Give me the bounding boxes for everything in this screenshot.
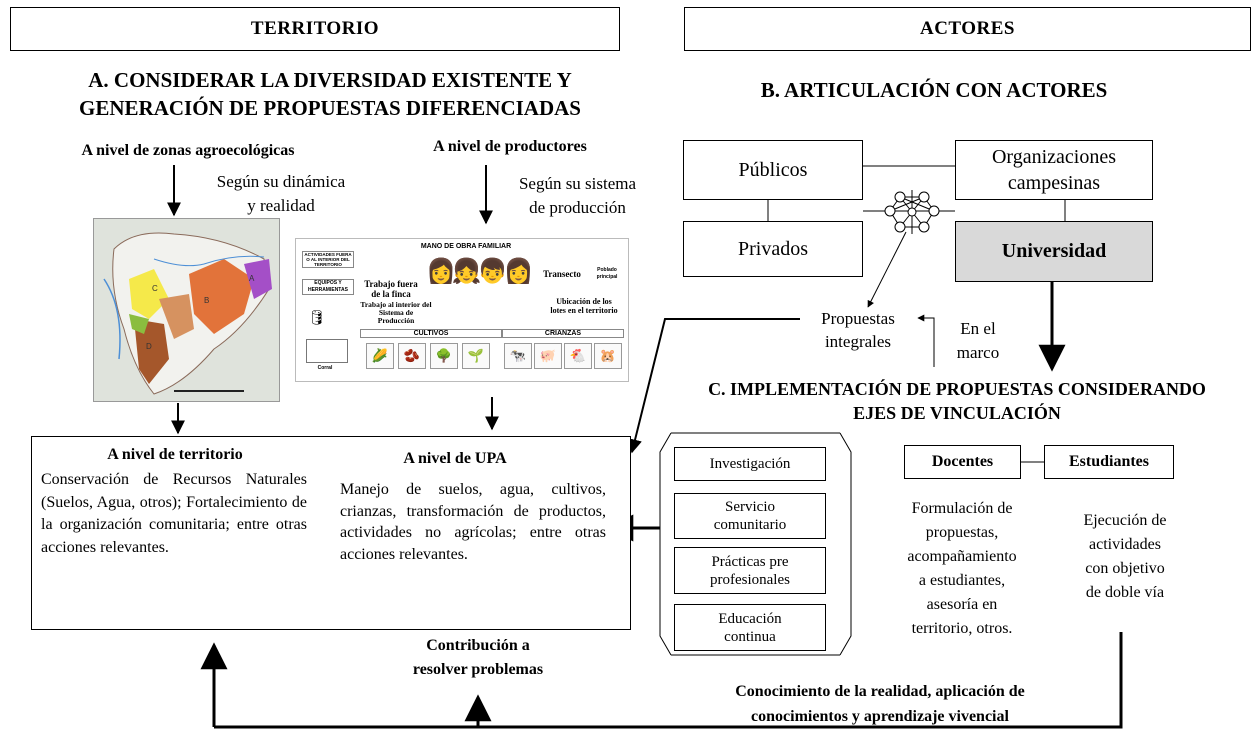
en-el-marco-line2: marco	[956, 343, 1000, 362]
eje-servicio-comunitario: Servicio comunitario	[674, 493, 826, 539]
territorio-box-title: A nivel de territorio	[107, 446, 243, 463]
estudiantes-l3: con objetivo	[1085, 560, 1165, 577]
actor-universidad: Universidad	[955, 221, 1153, 282]
eje-investigacion: Investigación	[674, 447, 826, 481]
eje-educacion-line2: continua	[724, 628, 776, 645]
pig-icon: 🐖	[534, 343, 562, 369]
tree-icon: 🌳	[430, 343, 458, 369]
tools-icon: 🛢	[308, 309, 326, 325]
estudiantes-l1: Ejecución de	[1083, 512, 1167, 529]
zone-c: C	[152, 284, 158, 293]
docentes-l5: asesoría en	[926, 596, 998, 613]
farm-family-labor-illustration: MANO DE OBRA FAMILIAR ACTIVIDADES FUERA …	[295, 238, 629, 382]
zone-a: A	[249, 274, 255, 283]
eje-educacion-continua: Educación continua	[674, 604, 826, 651]
farm-ubicacion: Ubicación de los lotes en el territorio	[550, 297, 618, 315]
farm-equipos: EQUIPOS Y HERRAMIENTAS	[302, 279, 354, 295]
zone-b: B	[204, 296, 209, 305]
eje-servicio-line1: Servicio	[725, 499, 775, 515]
docentes-l2: propuestas,	[925, 524, 999, 541]
feedback-line	[214, 632, 1123, 729]
productores-note-line1: Según su sistema	[518, 174, 637, 193]
organizaciones-line2: campesinas	[1007, 172, 1101, 194]
arrow-marco-propuestas	[917, 314, 935, 367]
productores-note: Según su sistema de producción	[490, 172, 665, 220]
docentes-l4: a estudiantes,	[918, 572, 1006, 589]
family-figures-icon: 👩👧👦👩	[426, 258, 534, 285]
actores-header: ACTORES	[684, 7, 1251, 51]
eje-practicas-pre-profesionales: Prácticas pre profesionales	[674, 547, 826, 594]
zone-d: D	[146, 342, 152, 351]
zonas-note-line1: Según su dinámica	[216, 172, 346, 191]
conocimiento-label: Conocimiento de la realidad, aplicación …	[640, 679, 1120, 729]
farm-poblado: Poblado principal	[596, 267, 618, 280]
farm-corral: Corral	[317, 365, 333, 371]
actor-publicos: Públicos	[683, 140, 863, 200]
estudiantes-description: Ejecución de actividades con objetivo de…	[1060, 509, 1190, 605]
chicken-icon: 🐔	[564, 343, 592, 369]
zonas-note: Según su dinámica y realidad	[186, 170, 376, 218]
section-a-line2: GENERACIÓN DE PROPUESTAS DIFERENCIADAS	[79, 96, 581, 120]
organizaciones-line1: Organizaciones	[991, 146, 1117, 168]
farm-trabajo-interior: Trabajo al interior del Sistema de Produ…	[360, 300, 432, 325]
conocimiento-line2: conocimientos y aprendizaje vivencial	[751, 708, 1009, 725]
estudiantes-box: Estudiantes	[1044, 445, 1174, 479]
guinea-pig-icon: 🐹	[594, 343, 622, 369]
section-c-line1: C. IMPLEMENTACIÓN DE PROPUESTAS CONSIDER…	[708, 379, 1206, 399]
eje-practicas-line1: Prácticas pre	[711, 553, 789, 570]
ejes-bracket-left	[659, 432, 672, 656]
eje-servicio-line2: comunitario	[713, 517, 787, 533]
contribucion-label: Contribución a resolver problemas	[378, 634, 578, 682]
farm-trabajo-fuera: Trabajo fuera de la finca	[364, 279, 418, 299]
agroecological-map-image: C B A D	[93, 218, 280, 402]
bean-icon: 🫘	[398, 343, 426, 369]
actor-privados: Privados	[683, 221, 863, 277]
propuestas-line2: integrales	[824, 332, 892, 351]
propuestas-line1: Propuestas	[821, 309, 895, 328]
corral-icon	[306, 339, 348, 363]
contribucion-line1: Contribución a	[426, 637, 530, 654]
en-el-marco: En el marco	[944, 317, 1012, 365]
productores-title: A nivel de productores	[433, 138, 587, 155]
section-c-title: C. IMPLEMENTACIÓN DE PROPUESTAS CONSIDER…	[655, 377, 1259, 425]
zonas-title: A nivel de zonas agroecológicas	[81, 142, 295, 159]
upa-box-title: A nivel de UPA	[403, 450, 507, 467]
ejes-bracket-right	[839, 432, 852, 656]
corn-icon: 🌽	[366, 343, 394, 369]
arrow-network-propuestas	[867, 231, 907, 308]
zonas-note-line2: y realidad	[247, 196, 315, 215]
docentes-l3: acompañamiento	[907, 548, 1017, 565]
territorio-box-text: Conservación de Recursos Naturales (Suel…	[41, 471, 307, 556]
actor-organizaciones: Organizaciones campesinas	[955, 140, 1153, 200]
farm-cultivos: CULTIVOS	[360, 329, 502, 338]
cow-icon: 🐄	[504, 343, 532, 369]
eje-practicas-line2: profesionales	[710, 571, 790, 588]
section-a-title: A. CONSIDERAR LA DIVERSIDAD EXISTENTE Y …	[0, 66, 660, 122]
section-a-line1: A. CONSIDERAR LA DIVERSIDAD EXISTENTE Y	[88, 68, 572, 92]
territorio-header: TERRITORIO	[10, 7, 620, 51]
farm-title: MANO DE OBRA FAMILIAR	[420, 243, 512, 250]
farm-transecto: Transecto	[543, 269, 581, 279]
conocimiento-line1: Conocimiento de la realidad, aplicación …	[735, 683, 1025, 700]
farm-actividades: ACTIVIDADES FUERA O AL INTERIOR DEL TERR…	[302, 251, 354, 268]
estudiantes-l2: actividades	[1089, 536, 1161, 553]
docentes-l1: Formulación de	[911, 500, 1013, 517]
en-el-marco-line1: En el	[960, 319, 996, 338]
upa-box-text: Manejo de suelos, agua, cultivos, crianz…	[340, 481, 606, 563]
section-b-title: B. ARTICULACIÓN CON ACTORES	[760, 78, 1108, 102]
docentes-box: Docentes	[904, 445, 1021, 479]
sprout-icon: 🌱	[462, 343, 490, 369]
network-icon	[863, 190, 955, 234]
farm-crianzas: CRIANZAS	[502, 329, 624, 338]
docentes-description: Formulación de propuestas, acompañamient…	[876, 497, 1048, 641]
territorio-upa-box	[31, 436, 631, 630]
eje-educacion-line1: Educación	[718, 610, 782, 627]
docentes-l6: territorio, otros.	[911, 620, 1013, 637]
section-c-line2: EJES DE VINCULACIÓN	[853, 403, 1061, 423]
productores-note-line2: de producción	[529, 198, 626, 217]
contribucion-line2: resolver problemas	[412, 661, 544, 678]
arrow-propuestas-upa	[628, 318, 800, 454]
estudiantes-l4: de doble vía	[1085, 584, 1165, 601]
propuestas-integrales: Propuestas integrales	[800, 307, 916, 353]
